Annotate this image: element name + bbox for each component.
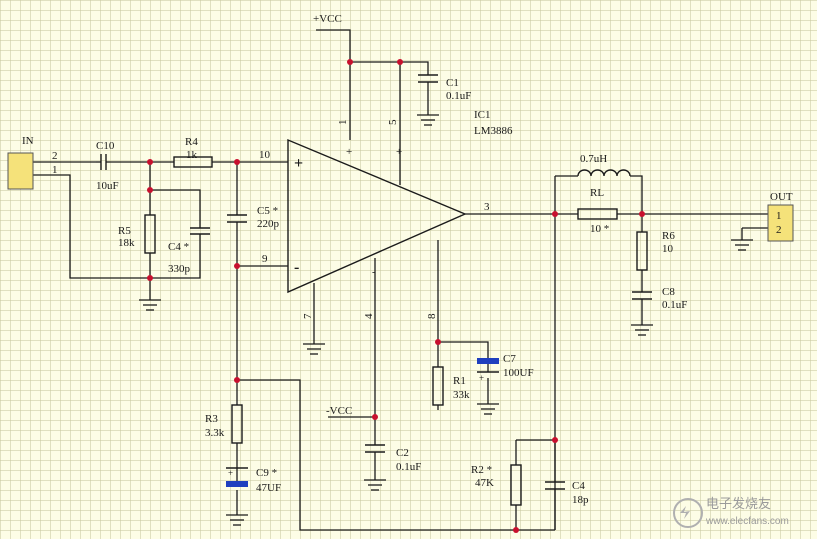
ground-icon [226,514,248,526]
c4a-value: 330p [168,263,191,275]
c2-value: 0.1uF [396,461,421,473]
r1-value: 33k [453,389,470,401]
pin4-mark: - [372,266,376,278]
c4a-ref: C4 * [168,241,189,253]
c5-ref: C5 * [257,205,278,217]
c2-ref: C2 [396,447,409,459]
ground-icon [303,343,325,355]
opamp-plus-input-sign: + [294,155,303,172]
pin8-label: 8 [426,313,438,319]
wires [33,29,790,531]
resistor-r1: R1 33k [432,366,470,406]
out-label: OUT [770,191,793,203]
r6-ref: R6 [662,230,675,242]
ground-icon [731,239,753,251]
resistor-r2: R2 * 47K [471,464,522,506]
c10-value: 10uF [96,180,119,192]
capacitor-c7: + C7 100UF [477,353,534,383]
capacitor-c5: C5 * 220p [227,205,280,230]
c1-value: 0.1uF [446,90,471,102]
watermark-logo: 电子发烧友 www.elecfans.com [673,496,789,528]
c9-value: 47UF [256,482,281,494]
svg-text:+: + [228,468,233,478]
r5-value: 18k [118,237,135,249]
pin5-mark: + [396,146,402,158]
r1-ref: R1 [453,375,466,387]
pin10-label: 10 [259,149,271,161]
opamp-ic1: + - + + - IC1 LM3886 10 9 1 5 7 4 8 3 [259,109,513,319]
ground-icon [477,403,499,415]
r4-ref: R4 [185,136,198,148]
r3-value: 3.3k [205,427,225,439]
resistor-r5: R5 18k [118,214,156,254]
r5-ref: R5 [118,225,131,237]
resistor-r3: R3 3.3k [205,404,243,444]
r2-ref: R2 * [471,464,492,476]
resistor-rl: RL 10 * [577,187,618,235]
capacitor-c9: + C9 * 47UF [226,467,281,494]
r4-value: 1k [186,149,198,161]
inductor-l1: 0.7uH [577,153,631,177]
c4b-ref: C4 [572,480,585,492]
input-connector: IN 2 1 [7,135,58,190]
output-connector: OUT 1 2 [767,191,794,242]
c8-ref: C8 [662,286,675,298]
capacitor-c8: C8 0.1uF [632,286,687,311]
c8-value: 0.1uF [662,299,687,311]
capacitor-c4-330p: C4 * 330p [168,227,210,275]
pin7-label: 7 [302,313,314,319]
out-pin1: 1 [776,210,782,222]
r2-value: 47K [475,477,494,489]
ground-symbols [139,114,753,526]
vcc-pos-label: +VCC [313,13,342,25]
out-pin2: 2 [776,224,782,236]
svg-text:+: + [479,373,484,383]
vcc-neg-label: -VCC [326,405,352,417]
c1-ref: C1 [446,77,459,89]
c7-value: 100UF [503,367,534,379]
junction-dots [147,59,645,533]
watermark-text: 电子发烧友 [706,496,771,511]
ground-icon [139,299,161,311]
capacitor-c10: C10 10uF [96,140,119,192]
pin9-label: 9 [262,253,268,265]
watermark-url: www.elecfans.com [705,516,789,527]
rl-value: 10 * [590,223,609,235]
ground-icon [417,114,439,126]
r6-value: 10 [662,243,674,255]
rl-ref: RL [590,187,604,199]
pin5-label: 5 [387,119,399,125]
ground-icon [364,479,386,491]
capacitor-c4-18p: C4 18p [545,480,589,530]
c7-ref: C7 [503,353,516,365]
in-label: IN [22,135,34,147]
opamp-minus-input-sign: - [294,259,299,276]
in-pin1: 1 [52,164,58,176]
pin4-label: 4 [363,313,375,319]
pin3-label: 3 [484,201,490,213]
pin1-mark: + [346,146,352,158]
capacitor-c2: C2 0.1uF [365,444,421,473]
c4b-value: 18p [572,494,589,506]
ground-icon [631,324,653,336]
pin1-label: 1 [337,120,349,126]
l1-value: 0.7uH [580,153,607,165]
r3-ref: R3 [205,413,218,425]
resistor-r6: R6 10 [636,230,675,271]
in-pin2: 2 [52,150,58,162]
c9-ref: C9 * [256,467,277,479]
capacitor-c1: C1 0.1uF [418,74,471,102]
ic-part: LM3886 [474,125,513,137]
ic-ref: IC1 [474,109,491,121]
c5-value: 220p [257,218,280,230]
c10-ref: C10 [96,140,115,152]
resistor-r4: R4 1k [173,136,213,168]
